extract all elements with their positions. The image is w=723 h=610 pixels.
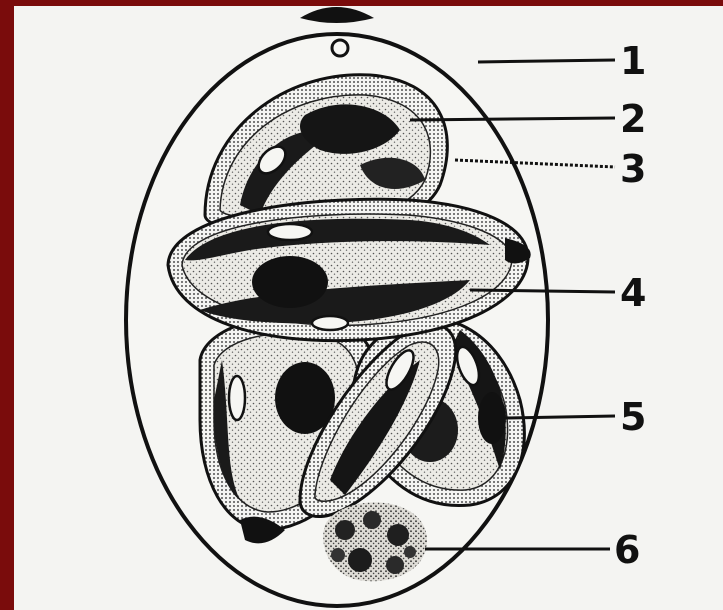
callout-number-6: 6 (614, 528, 640, 572)
callout-number-5: 5 (620, 395, 646, 439)
callout-number-3: 3 (620, 147, 646, 191)
residual-body (323, 502, 427, 581)
leader-line-1 (478, 60, 615, 62)
callout-numbers: 1 2 3 4 5 6 (614, 39, 646, 572)
leader-line-5 (505, 416, 615, 418)
callout-number-4: 4 (620, 271, 646, 315)
leader-line-2 (410, 118, 615, 120)
callout-number-2: 2 (620, 97, 646, 141)
leader-line-4 (470, 290, 615, 292)
callout-number-1: 1 (620, 39, 646, 83)
